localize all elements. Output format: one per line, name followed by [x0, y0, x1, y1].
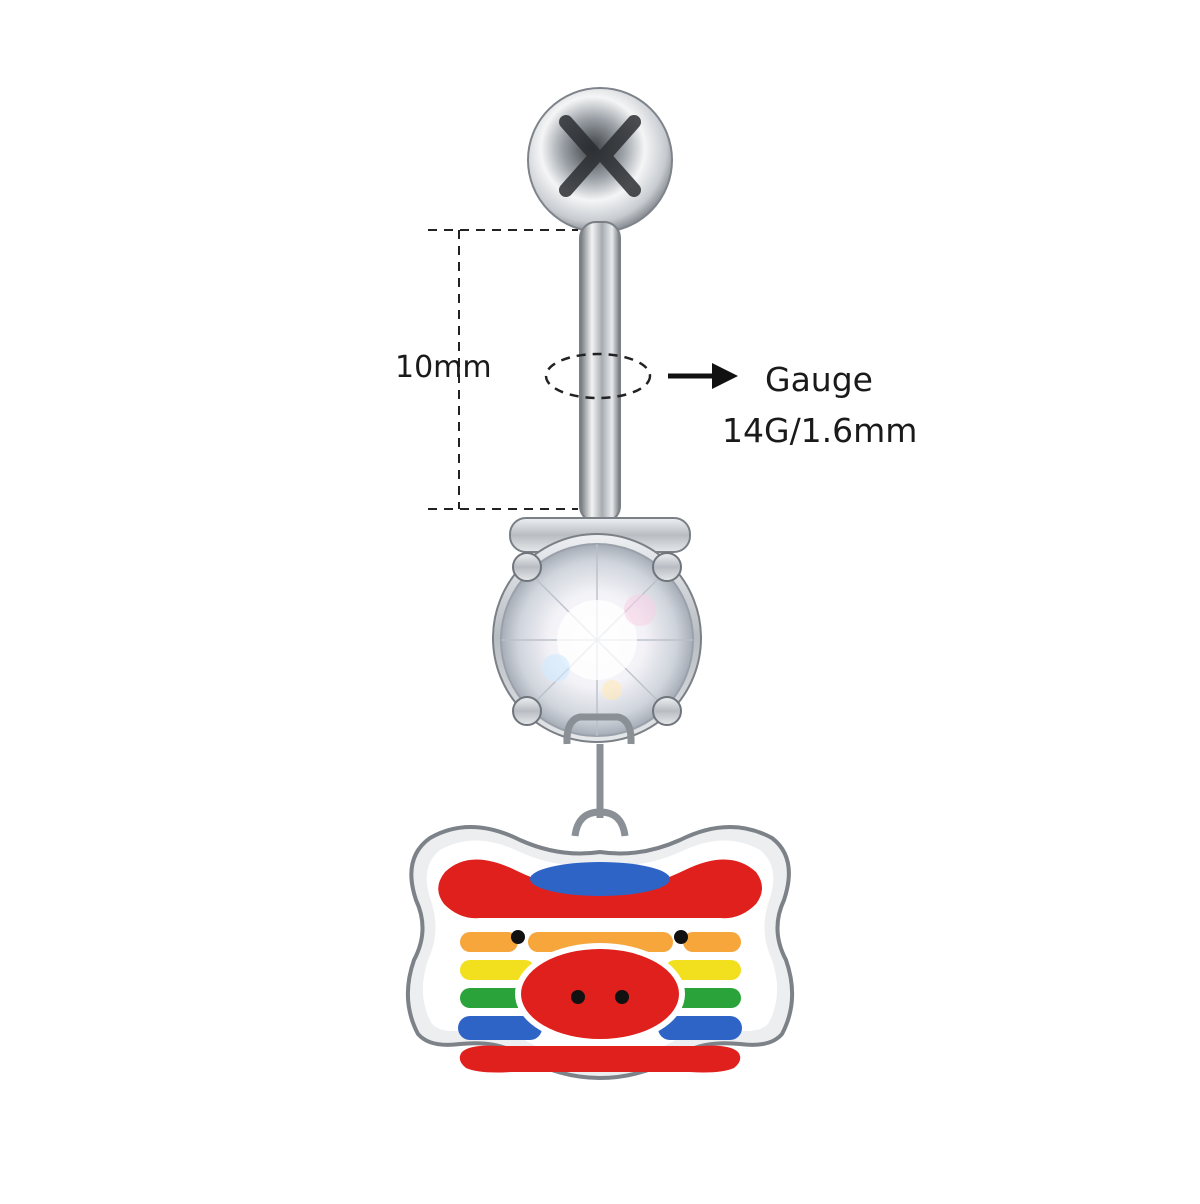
stripe-orange-mid — [528, 932, 673, 952]
prong — [652, 696, 682, 726]
stripe-orange-left — [460, 932, 518, 952]
pig-nostril-right — [615, 990, 629, 1004]
pig-nostril-left — [571, 990, 585, 1004]
arrow-right-icon — [668, 363, 738, 389]
barbell-bar — [579, 221, 621, 523]
bar-length-label: 10mm — [395, 350, 492, 385]
stripe-red-bottom — [459, 1045, 741, 1073]
stripe-blue-left — [458, 1016, 542, 1040]
stripe-blue-top — [530, 862, 670, 896]
gauge-value: 14G/1.6mm — [722, 411, 918, 450]
stripe-green-left — [460, 988, 533, 1008]
stripe-orange-right — [683, 932, 741, 952]
prong — [652, 552, 682, 582]
prong — [512, 696, 542, 726]
stripe-yellow-right — [665, 960, 741, 980]
connector-rings — [563, 713, 635, 837]
length-dimension-guide — [428, 229, 578, 510]
pig-eye-left — [511, 930, 525, 944]
stripe-blue-right — [658, 1016, 742, 1040]
pig-snout — [515, 943, 685, 1045]
gauge-marker-ellipse — [544, 352, 652, 400]
ball-highlight — [559, 115, 641, 197]
pig-eye-right — [674, 930, 688, 944]
gem-setting — [492, 517, 702, 743]
stripe-green-right — [667, 988, 741, 1008]
stripe-yellow-left — [460, 960, 535, 980]
enamel-stripes — [438, 859, 762, 1073]
prong — [512, 552, 542, 582]
gauge-title: Gauge — [765, 360, 873, 399]
stripe-red-top — [438, 859, 762, 919]
